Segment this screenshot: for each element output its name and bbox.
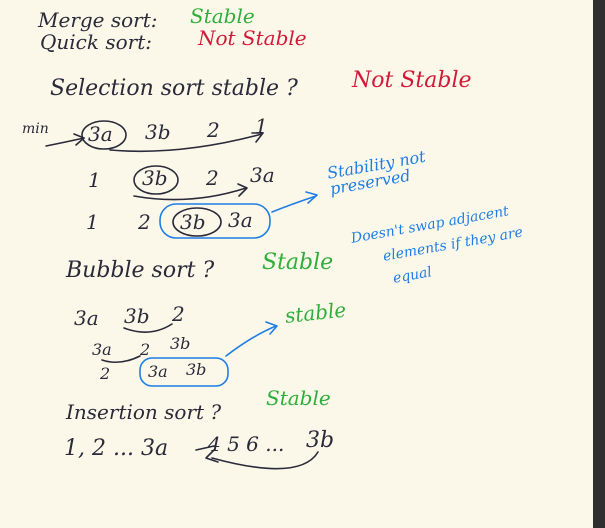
insertion-sort-answer: Stable [266,386,331,410]
row2-item: 3b [142,166,168,190]
blue-arrow-2 [225,325,277,357]
insertion-sequence-left: 1, 2 ... 3a [64,436,169,461]
insert-pointer [195,445,215,451]
bubble-row2-item: 2 [140,340,151,359]
insertion-arrow [211,451,319,470]
blue-box-row3 [159,203,271,239]
swap-arrow-1 [109,133,263,153]
bubble-row2-item: 3b [170,334,191,353]
merge-sort-status: Stable [190,4,255,28]
row1-item: 3b [145,120,171,144]
row2-item: 3a [250,163,275,187]
bubble-row1-item: 3a [74,306,99,330]
right-edge-bar [593,0,605,528]
bubble-sort-question: Bubble sort ? [66,258,215,283]
quick-sort-label: Quick sort: [40,30,152,54]
row3-item: 3a [228,208,253,232]
bubble-row3-item: 3a [148,362,168,381]
circle-3b-row3 [172,207,222,237]
bubble-row3-item: 3b [186,360,207,379]
min-label: min [22,121,49,137]
insertion-sequence-right: 3b [306,428,335,453]
bubble-swap-1 [123,323,173,333]
swap-arrow-2 [133,187,247,201]
row2-item: 2 [206,166,219,190]
row1-item: 3a [88,122,113,146]
bubble-row1-item: 3b [124,304,150,328]
insertion-sequence-mid: 4 5 6 ... [208,432,285,456]
blue-arrow-1 [271,195,317,213]
selection-sort-answer: Not Stable [352,68,472,93]
merge-sort-label: Merge sort: [38,8,158,32]
circle-3a [81,120,127,150]
quick-sort-status: Not Stable [198,26,307,50]
row2-item: 1 [88,168,101,192]
row1-item: 1 [255,114,268,138]
bubble-row3-item: 2 [100,364,111,383]
blue-box-bubble-row3 [139,357,229,387]
selection-sort-question: Selection sort stable ? [50,76,298,101]
row3-item: 2 [138,210,151,234]
row1-item: 2 [207,118,220,142]
insertion-sort-question: Insertion sort ? [66,400,222,424]
bubble-row1-item: 2 [172,302,185,326]
circle-3b-row2 [133,165,179,195]
row3-item: 1 [86,210,99,234]
row3-item: 3b [180,210,206,234]
bubble-row2-item: 3a [92,340,112,359]
bubble-swap-2 [101,355,141,364]
min-arrow [45,137,85,147]
bubble-sort-answer: Stable [262,250,334,275]
